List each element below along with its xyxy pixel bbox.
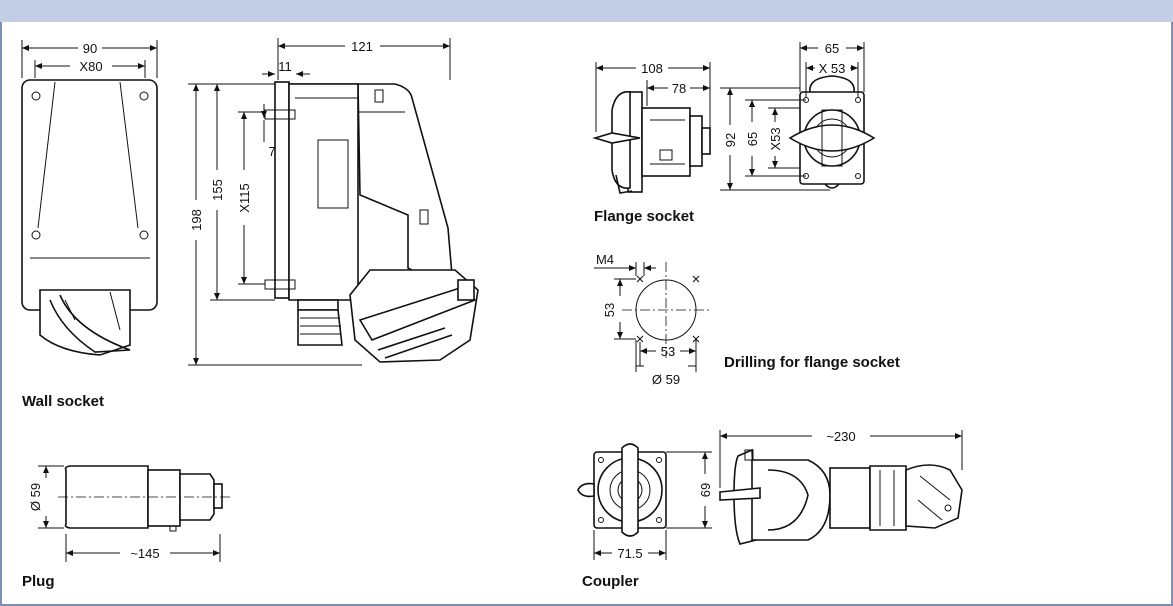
drill-dim-m4: M4 (596, 252, 614, 267)
flange-socket-front-dims: 65 X 53 92 65 X53 (720, 41, 865, 191)
drilling-pattern: M4 53 53 Ø 59 (594, 252, 712, 387)
flange-socket-front-view (788, 75, 876, 189)
coupler-side-view (719, 448, 963, 545)
dim-11: 11 (278, 59, 292, 74)
dim-121: 121 (351, 39, 373, 54)
coupler-dim-69: 69 (698, 483, 713, 497)
drill-dim-53v: 53 (602, 303, 617, 317)
flange-socket-side-view (592, 91, 711, 194)
wall-socket-side-view (264, 81, 479, 363)
plug-caption: Plug (22, 573, 55, 590)
flange-dim-108: 108 (641, 61, 663, 76)
drill-dim-diameter: Ø 59 (652, 372, 680, 387)
dim-90: 90 (83, 41, 97, 56)
drilling-caption: Drilling for flange socket (724, 354, 900, 371)
wall-socket-caption: Wall socket (22, 393, 104, 410)
flange-dim-x53w: X 53 (819, 61, 846, 76)
flange-dim-x53h: X53 (768, 127, 783, 150)
dim-x80: X80 (79, 59, 102, 74)
header-bar (0, 0, 1173, 22)
coupler-side-dims: ~230 (719, 429, 963, 488)
dim-155: 155 (210, 179, 225, 201)
coupler-front-view (577, 443, 667, 537)
plug-dim-diameter: Ø 59 (28, 483, 43, 511)
flange-dim-78: 78 (672, 81, 686, 96)
coupler-dim-230: ~230 (826, 429, 855, 444)
plug-dim-length: ~145 (130, 546, 159, 561)
dim-7: 7 (268, 144, 275, 159)
wall-socket-side-dims: 121 11 7 198 155 X115 (188, 38, 451, 366)
flange-dim-65w: 65 (825, 41, 839, 56)
drill-dim-53h: 53 (661, 344, 675, 359)
wall-socket-width-dims: 90 X80 (21, 40, 158, 78)
dim-x115: X115 (237, 183, 252, 212)
flange-socket-side-dims: 108 78 (595, 61, 711, 132)
flange-dim-92: 92 (723, 133, 738, 147)
flange-dim-65h: 65 (745, 132, 760, 146)
coupler-front-dims: 69 71.5 (593, 451, 713, 561)
plug-dims: Ø 59 ~145 (28, 465, 221, 562)
wall-socket-front-view (21, 79, 158, 356)
coupler-caption: Coupler (582, 573, 639, 590)
dim-198: 198 (189, 209, 204, 231)
flange-socket-caption: Flange socket (594, 208, 695, 225)
coupler-dim-71-5: 71.5 (617, 546, 642, 561)
plug-drawing (58, 465, 232, 532)
